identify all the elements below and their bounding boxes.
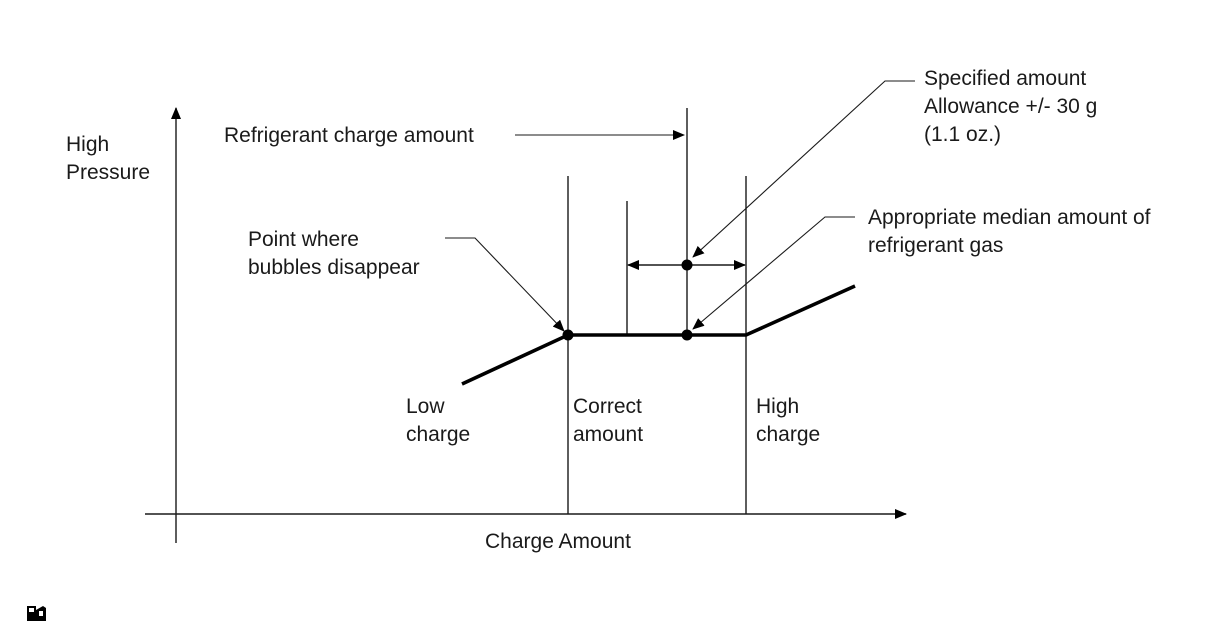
y-axis-label-line1: High — [66, 133, 109, 156]
correct-amount-label-line2: amount — [573, 423, 643, 446]
bubbles-label-line2: bubbles disappear — [248, 256, 420, 279]
median-label-line2: refrigerant gas — [868, 234, 1003, 257]
correct-amount-label-line1: Correct — [573, 395, 642, 418]
pressure-curve — [461, 284, 856, 386]
bubbles-leader — [445, 237, 565, 332]
specified-label-line1: Specified amount — [924, 67, 1086, 90]
x-axis-label: Charge Amount — [485, 530, 631, 553]
low-charge-label-line1: Low — [406, 395, 445, 418]
y-axis-label-line2: Pressure — [66, 161, 150, 184]
high-charge-label-line1: High — [756, 395, 799, 418]
median-amount-point — [681, 329, 693, 341]
specified-label-line2: Allowance +/- 30 g — [924, 95, 1097, 118]
bubbles-disappear-point — [562, 329, 574, 341]
specified-amount-leader — [692, 80, 915, 258]
specified-label-line3: (1.1 oz.) — [924, 123, 1001, 146]
bookmark-icon — [27, 606, 46, 621]
median-amount-leader — [692, 216, 855, 330]
low-charge-label-line2: charge — [406, 423, 470, 446]
specified-amount-point — [681, 259, 693, 271]
high-charge-label-line2: charge — [756, 423, 820, 446]
refrigerant-charge-label: Refrigerant charge amount — [224, 124, 474, 147]
bubbles-label-line1: Point where — [248, 228, 359, 251]
median-label-line1: Appropriate median amount of — [868, 206, 1151, 229]
